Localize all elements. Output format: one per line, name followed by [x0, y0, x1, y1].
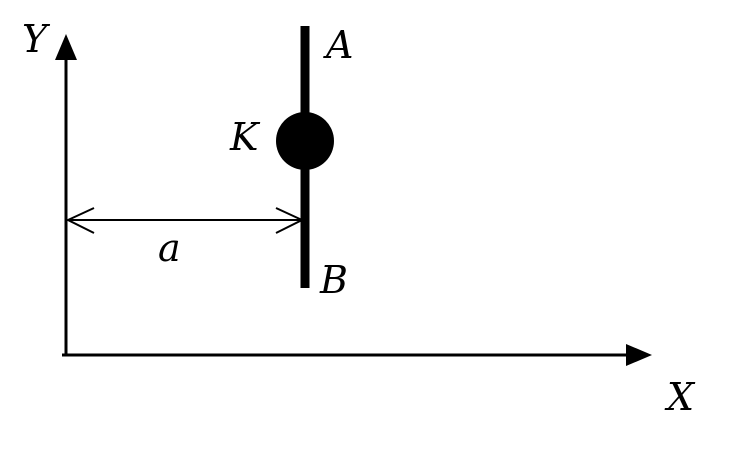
bead-k-label: K — [229, 115, 261, 159]
distance-marker — [65, 207, 305, 234]
bead-k — [276, 112, 334, 170]
point-a-label: A — [323, 23, 353, 67]
y-axis-arrowhead — [55, 34, 77, 60]
y-axis — [55, 34, 77, 354]
x-axis-label: X — [664, 375, 696, 419]
distance-a-label: a — [158, 226, 181, 270]
x-axis-arrowhead — [626, 344, 652, 366]
distance-arrowhead-left — [65, 207, 95, 234]
distance-arrowhead-right — [275, 207, 305, 234]
point-b-label: B — [319, 258, 348, 302]
x-axis — [62, 344, 652, 366]
y-axis-label: Y — [22, 17, 51, 61]
